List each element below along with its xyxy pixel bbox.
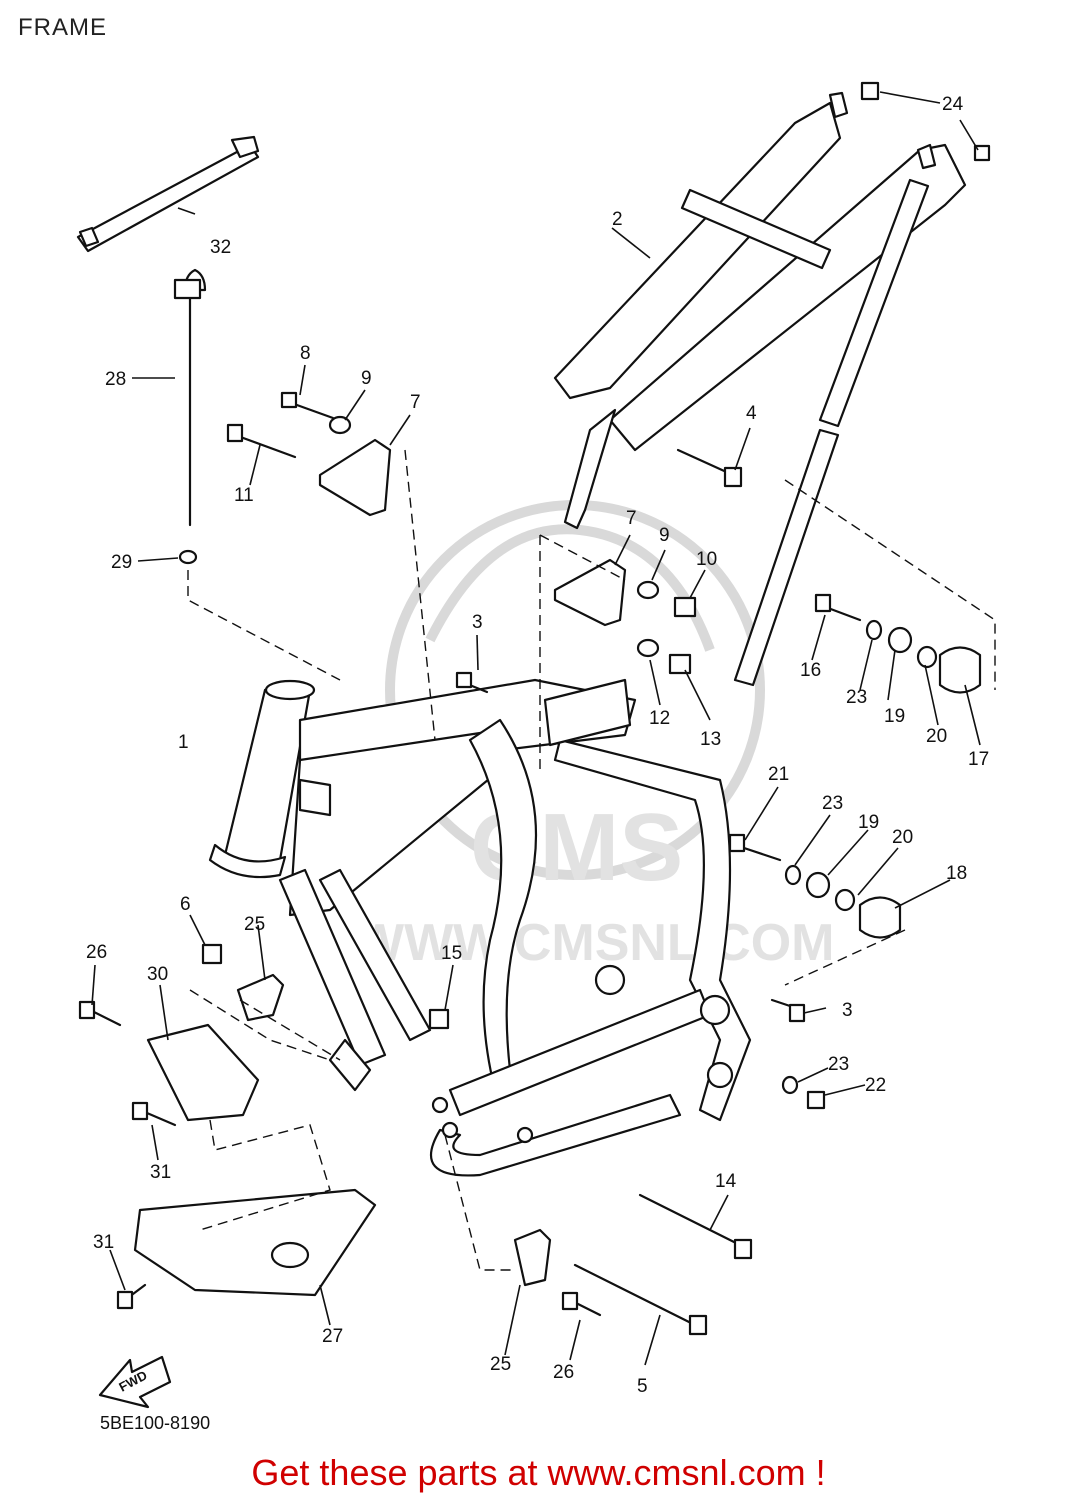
callout-1: 1	[178, 732, 189, 753]
callout-19: 19	[884, 706, 905, 727]
callout-3b: 3	[842, 1000, 853, 1021]
callout-18: 18	[946, 863, 967, 884]
callout-31b: 31	[93, 1232, 114, 1253]
callout-26: 26	[86, 942, 107, 963]
callout-2: 2	[612, 209, 623, 230]
assembly-lines	[187, 449, 996, 1271]
part-main-frame	[208, 678, 752, 1177]
callout-22: 22	[865, 1075, 886, 1096]
callout-12: 12	[649, 708, 670, 729]
callout-8: 8	[300, 343, 311, 364]
callout-17: 17	[968, 749, 989, 770]
callout-11: 11	[234, 485, 254, 506]
callout-20: 20	[926, 726, 947, 747]
callout-21: 21	[768, 764, 789, 785]
callout-23: 23	[846, 687, 867, 708]
fwd-arrow-icon: FWD	[98, 1355, 172, 1409]
watermark-url: WWW.CMSNL.COM	[355, 914, 834, 972]
leader-lines	[91, 91, 981, 1366]
callout-9b: 9	[659, 525, 670, 546]
callout-4: 4	[746, 403, 757, 424]
document-code: 5BE100-8190	[100, 1413, 211, 1433]
part-subframe	[553, 91, 967, 687]
callout-29: 29	[111, 552, 132, 573]
callout-24: 24	[942, 94, 964, 115]
buy-parts-link[interactable]: Get these parts at www.cmsnl.com !	[251, 1452, 826, 1493]
callout-25: 25	[244, 914, 265, 935]
callout-23c: 23	[828, 1054, 849, 1075]
callout-15: 15	[441, 943, 462, 964]
callout-labels: 1 2 3 3 4 5 6 7 7 8 9 9 10 11 12 13 14 1…	[86, 94, 989, 1397]
callout-32: 32	[210, 237, 231, 258]
callout-3: 3	[472, 612, 483, 633]
page-title: FRAME	[18, 14, 107, 41]
callout-30: 30	[147, 964, 168, 985]
callout-7: 7	[410, 392, 421, 413]
part-wrench	[76, 135, 260, 253]
hardware-parts	[78, 81, 991, 1336]
callout-10: 10	[696, 549, 717, 570]
callout-31: 31	[150, 1162, 171, 1183]
callout-20b: 20	[892, 827, 913, 848]
callout-23b: 23	[822, 793, 843, 814]
callout-6: 6	[180, 894, 191, 915]
callout-28: 28	[105, 369, 126, 390]
callout-16: 16	[800, 660, 821, 681]
callout-7b: 7	[626, 508, 637, 529]
callout-25b: 25	[490, 1354, 511, 1375]
callout-19b: 19	[858, 812, 879, 833]
callout-13: 13	[700, 729, 721, 750]
callout-14: 14	[715, 1171, 737, 1192]
callout-5: 5	[637, 1376, 648, 1397]
callout-26b: 26	[553, 1362, 574, 1383]
callout-9: 9	[361, 368, 372, 389]
callout-27: 27	[322, 1326, 343, 1347]
